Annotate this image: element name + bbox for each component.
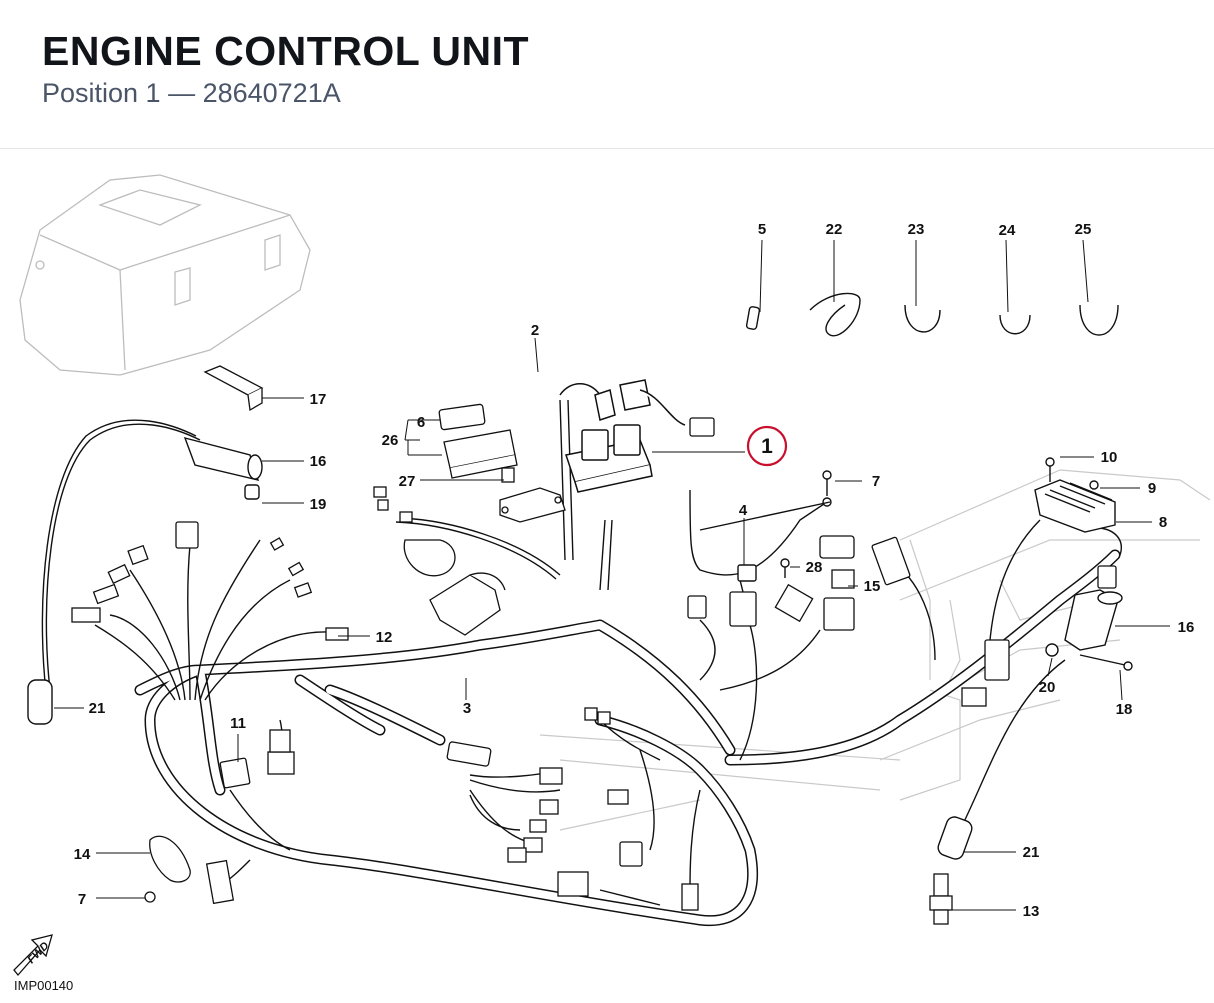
callout-8[interactable]: 8 (1159, 514, 1167, 531)
fwd-arrow-icon: FWD (13, 934, 53, 977)
ignition-coil-front (183, 436, 263, 500)
callout-6[interactable]: 6 (417, 414, 425, 431)
callout-1[interactable]: 1 (761, 435, 773, 458)
callout-23[interactable]: 23 (908, 221, 925, 238)
callout-28[interactable]: 28 (806, 559, 823, 576)
ignition-coil-rear (1045, 589, 1133, 671)
callout-3[interactable]: 3 (463, 700, 471, 717)
horn-14 (144, 835, 191, 903)
callout-14[interactable]: 14 (74, 846, 91, 863)
callout-21-rear[interactable]: 21 (1023, 844, 1040, 861)
callout-10[interactable]: 10 (1101, 449, 1118, 466)
drawing-code: IMP00140 (14, 978, 74, 993)
callout-20[interactable]: 20 (1039, 679, 1056, 696)
callout-19[interactable]: 19 (310, 496, 327, 513)
callout-16-rear[interactable]: 16 (1178, 619, 1195, 636)
callout-13[interactable]: 13 (1023, 903, 1040, 920)
callout-22[interactable]: 22 (826, 221, 843, 238)
page-title: ENGINE CONTROL UNIT (42, 28, 530, 74)
callout-highlight-ring[interactable] (746, 425, 788, 467)
callout-7-upper[interactable]: 7 (872, 473, 880, 490)
sensor-13 (929, 873, 953, 925)
spark-plug-caps (27, 679, 973, 860)
callout-15[interactable]: 15 (864, 578, 881, 595)
callout-26[interactable]: 26 (382, 432, 399, 449)
callout-24[interactable]: 24 (999, 222, 1016, 239)
regulator-8 (699, 457, 1116, 582)
callout-2[interactable]: 2 (531, 322, 539, 339)
callout-9[interactable]: 9 (1148, 480, 1156, 497)
callout-27[interactable]: 27 (399, 473, 416, 490)
callout-12[interactable]: 12 (376, 629, 393, 646)
connectors (71, 417, 1117, 911)
bracket-17 (203, 365, 264, 412)
callout-4[interactable]: 4 (739, 502, 748, 519)
callout-25[interactable]: 25 (1075, 221, 1092, 238)
page-header: ENGINE CONTROL UNIT Position 1 — 2864072… (0, 0, 1214, 149)
callout-labels: 1 2 3 4 5 6 7 7 8 9 10 11 12 13 14 15 16… (74, 221, 1195, 920)
callout-21-front[interactable]: 21 (89, 700, 106, 717)
airbox-ghost (19, 174, 311, 376)
ecu-unit[interactable] (559, 379, 686, 493)
callout-17[interactable]: 17 (310, 391, 327, 408)
fasteners-top (745, 292, 1119, 337)
callout-11[interactable]: 11 (230, 715, 246, 732)
exploded-parts-diagram: FWD 1 2 3 4 5 6 7 7 8 9 10 11 12 13 14 1… (13, 174, 1211, 977)
leader-lines (54, 239, 1170, 911)
relay-cluster (373, 403, 566, 636)
callout-7-lower[interactable]: 7 (78, 891, 86, 908)
callout-18[interactable]: 18 (1116, 701, 1133, 718)
page-subtitle: Position 1 — 28640721A (42, 78, 341, 108)
callout-16-front[interactable]: 16 (310, 453, 327, 470)
callout-5[interactable]: 5 (758, 221, 766, 238)
